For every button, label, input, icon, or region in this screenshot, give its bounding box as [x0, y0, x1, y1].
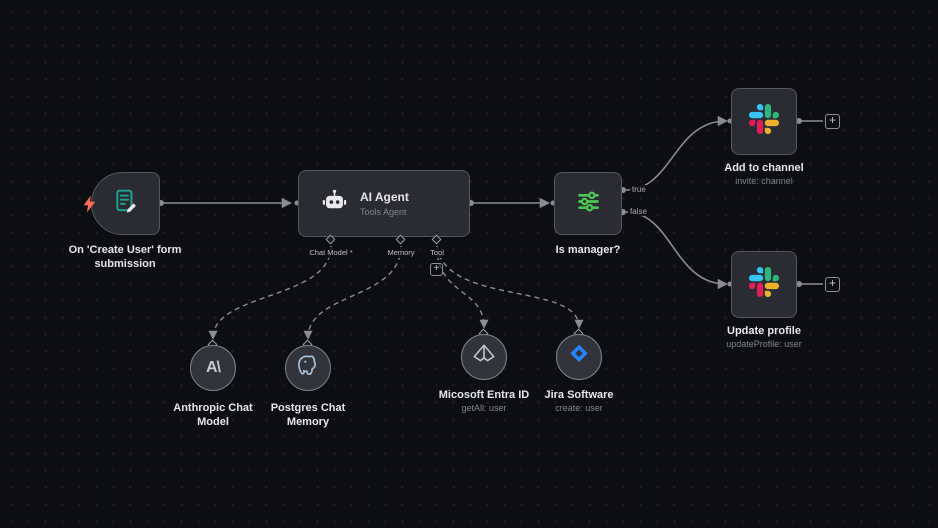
connection-tool-to-entra[interactable]: [436, 245, 489, 329]
node-label-anthropic: Anthropic Chat Model: [173, 402, 253, 429]
node-subtitle-entra: getAll: user: [461, 403, 507, 413]
switch-icon: [575, 188, 602, 220]
node-update-profile[interactable]: [731, 251, 797, 318]
entra-icon: [471, 342, 497, 373]
node-label-update-profile: Update profile: [727, 325, 801, 337]
add-node-button-top[interactable]: +: [825, 114, 840, 129]
connection-memory-to-postgres[interactable]: [303, 245, 402, 340]
node-add-to-channel[interactable]: [731, 88, 797, 155]
node-label-jira: Jira Software: [544, 389, 614, 401]
slack-icon: [749, 267, 779, 302]
agent-text-block: AI Agent Tools Agent: [360, 190, 409, 217]
port-label-memory: Memory: [384, 247, 418, 258]
node-is-manager[interactable]: [554, 172, 622, 235]
node-anthropic-chat-model[interactable]: A\: [190, 345, 236, 391]
node-label-entra: Micosoft Entra ID: [438, 389, 530, 401]
connection-chatmodel-to-anthropic[interactable]: [208, 245, 332, 340]
node-subtitle-update-profile: updateProfile: user: [726, 339, 802, 349]
output-dot-add-to-channel[interactable]: [796, 118, 802, 124]
node-form-trigger[interactable]: [83, 172, 160, 235]
add-node-button-bottom[interactable]: +: [825, 277, 840, 292]
output-label-false: false: [628, 207, 649, 216]
node-subtitle-add-to-channel: invite: channel: [735, 176, 793, 186]
port-label-chat-model: Chat Model *: [306, 247, 356, 258]
node-postgres-chat-memory[interactable]: [285, 345, 331, 391]
agent-title: AI Agent: [360, 190, 409, 204]
node-subtitle-jira: create: user: [555, 403, 603, 413]
node-label-postgres: Postgres Chat Memory: [270, 402, 346, 429]
lightning-bolt-icon: [83, 195, 96, 212]
add-tool-button[interactable]: +: [430, 263, 443, 276]
slack-icon: [749, 104, 779, 139]
node-label-add-to-channel: Add to channel: [724, 162, 804, 174]
node-label-form-trigger: On 'Create User' form submission: [68, 244, 182, 271]
form-icon: [113, 188, 139, 219]
output-dot-update-profile[interactable]: [796, 281, 802, 287]
connection-true-to-add-to-channel[interactable]: [625, 115, 729, 191]
output-label-true: true: [630, 185, 648, 194]
connection-tool-to-jira[interactable]: [436, 245, 584, 329]
node-label-is-manager: Is manager?: [555, 244, 621, 256]
node-ai-agent[interactable]: AI Agent Tools Agent: [298, 170, 470, 237]
anthropic-icon: A\: [206, 359, 221, 376]
jira-icon: [566, 342, 592, 373]
port-label-tool: Tool: [427, 247, 447, 258]
node-microsoft-entra-id[interactable]: [461, 334, 507, 380]
postgres-icon: [295, 353, 321, 384]
node-jira-software[interactable]: [556, 334, 602, 380]
robot-icon: [321, 188, 348, 220]
agent-subtitle: Tools Agent: [360, 207, 407, 217]
